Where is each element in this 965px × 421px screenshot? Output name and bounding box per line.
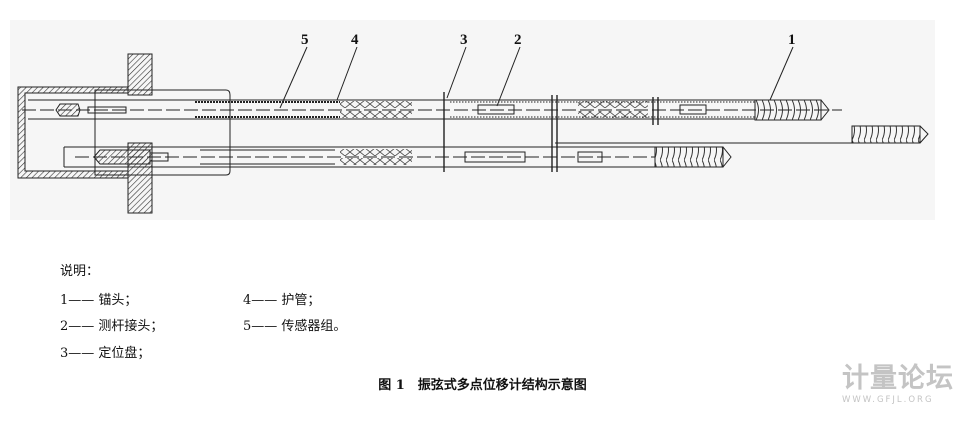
legend-item-5: 5—— 传感器组。 bbox=[243, 319, 347, 334]
legend-item-2: 2—— 测杆接头； bbox=[60, 319, 164, 334]
callout-1: 1 bbox=[788, 32, 796, 48]
legend-item-4: 4—— 护管； bbox=[243, 293, 321, 308]
displacement-meter-diagram bbox=[17, 46, 929, 214]
inner-box bbox=[94, 89, 231, 176]
figure-caption: 图 1 振弦式多点位移计结构示意图 bbox=[378, 378, 587, 393]
legend-title: 说明： bbox=[60, 264, 100, 279]
callout-2: 2 bbox=[514, 32, 522, 48]
anchor-lower bbox=[654, 146, 732, 168]
legend-item-1: 1—— 锚头； bbox=[60, 293, 138, 308]
callout-4: 4 bbox=[351, 32, 359, 48]
callout-5: 5 bbox=[301, 32, 309, 48]
callout-3: 3 bbox=[460, 32, 468, 48]
flange-top bbox=[127, 53, 153, 96]
watermark-logo: 计量论坛 WWW.GFJL.ORG bbox=[842, 364, 954, 406]
anchor-far bbox=[851, 125, 929, 144]
anchor-upper bbox=[754, 99, 830, 121]
watermark-cn: 计量论坛 bbox=[842, 363, 954, 394]
legend-item-3: 3—— 定位盘； bbox=[60, 346, 151, 361]
watermark-en: WWW.GFJL.ORG bbox=[842, 395, 934, 405]
